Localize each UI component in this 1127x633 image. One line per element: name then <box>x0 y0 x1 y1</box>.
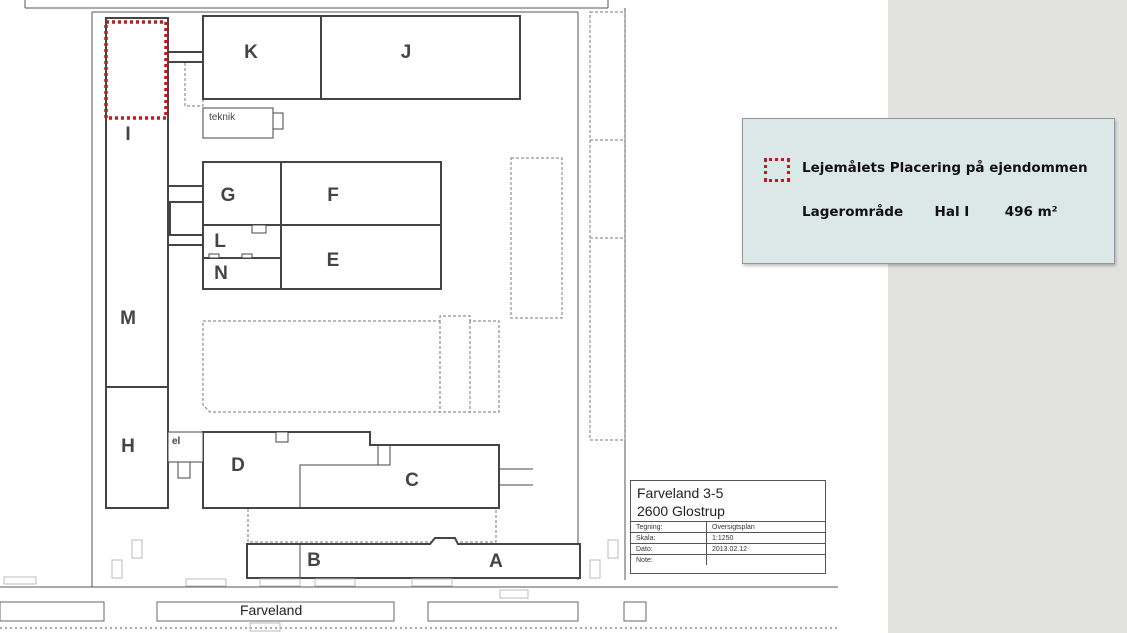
label-d: D <box>231 455 245 476</box>
label-m: M <box>120 308 136 329</box>
drawing-title-block: Farveland 3-5 2600 Glostrup Tegning: Ove… <box>630 480 826 574</box>
site-plan-drawing: K J I G F L N E M H D C B A teknik el <box>0 0 838 632</box>
legend-area-info: Lagerområde Hal I 496 m² <box>802 204 1058 220</box>
building-a-b <box>246 537 581 579</box>
legend-highlight-swatch <box>764 158 790 182</box>
label-l: L <box>214 231 226 252</box>
title-value: Oversigtsplan <box>706 521 825 533</box>
site-plan: K J I G F L N E M H D C B A teknik el Fa… <box>0 0 838 632</box>
title-row: Note: <box>631 554 825 565</box>
label-i: I <box>125 124 130 145</box>
title-row: Skala: 1:1250 <box>631 532 825 544</box>
label-f: F <box>327 185 339 206</box>
title-key: Skala: <box>631 532 707 544</box>
label-g: G <box>221 185 236 206</box>
title-row: Tegning: Oversigtsplan <box>631 521 825 533</box>
building-k-j <box>202 15 521 100</box>
title-key: Dato: <box>631 543 707 555</box>
label-a: A <box>489 551 503 572</box>
leased-area-highlight <box>104 20 168 120</box>
title-address-line2: 2600 Glostrup <box>637 503 725 519</box>
parking-symbols <box>3 539 619 632</box>
buildings <box>105 15 581 579</box>
building-d-c <box>202 431 500 509</box>
label-h: H <box>121 436 135 457</box>
legend-box: Lejemålets Placering på ejendommen Lager… <box>742 118 1115 264</box>
legend-title: Lejemålets Placering på ejendommen <box>802 160 1088 176</box>
legend-area-size: 496 m² <box>1004 204 1058 220</box>
label-teknik: teknik <box>209 112 236 123</box>
title-value: 2013.02.12 <box>706 543 825 555</box>
title-value: 1:1250 <box>706 532 825 544</box>
legend-area-type: Lagerområde <box>802 204 904 220</box>
label-e: E <box>327 250 340 271</box>
label-k: K <box>244 42 258 63</box>
label-j: J <box>401 42 412 63</box>
road-edges <box>0 601 647 622</box>
title-address-line1: Farveland 3-5 <box>637 485 724 501</box>
title-block-table: Tegning: Oversigtsplan Skala: 1:1250 Dat… <box>631 521 825 565</box>
label-el: el <box>172 436 181 447</box>
title-key: Note: <box>631 554 707 565</box>
label-n: N <box>214 263 228 284</box>
building-labels: K J I G F L N E M H D C B A <box>120 42 503 572</box>
side-panel <box>888 0 1127 633</box>
title-value <box>706 554 825 565</box>
dashed-structures <box>184 11 626 543</box>
title-key: Tegning: <box>631 521 707 533</box>
label-c: C <box>405 470 419 491</box>
street-name: Farveland <box>240 602 303 618</box>
title-row: Dato: 2013.02.12 <box>631 543 825 555</box>
building-m-i-h <box>105 17 169 509</box>
label-b: B <box>307 550 321 571</box>
legend-hall: Hal I <box>934 204 970 220</box>
